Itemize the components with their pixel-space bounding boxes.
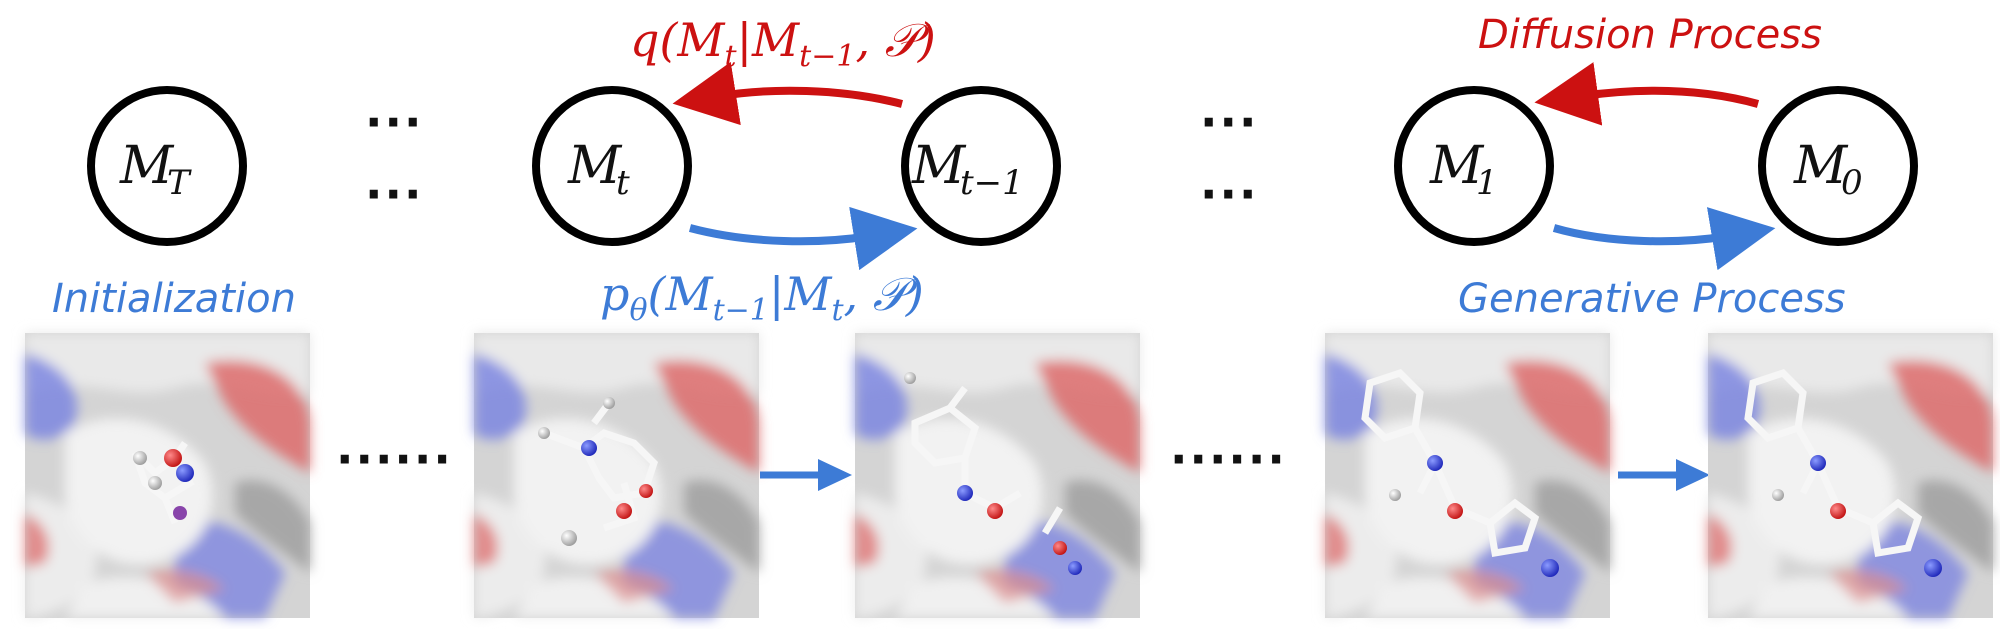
svg-text:pθ(Mt−1|Mt, 𝒫): pθ(Mt−1|Mt, 𝒫)	[600, 267, 924, 328]
node-MT: M T	[87, 86, 247, 246]
pocket-image-init	[25, 333, 310, 618]
forward-formula: q(Mt|Mt−1, 𝒫)	[630, 13, 936, 74]
node-M0: M 0	[1758, 86, 1918, 246]
step-arrow-2	[1618, 459, 1710, 491]
step-arrow-1	[760, 459, 852, 491]
pocket-image-1	[1325, 333, 1610, 618]
forward-end: , 𝒫)	[855, 13, 935, 67]
node-M0-sub: 0	[1841, 163, 1863, 203]
node-Mt-main: M	[567, 136, 623, 196]
ellipsis-top-1a: ···	[365, 95, 423, 149]
node-Mt1-main: M	[911, 136, 967, 196]
reverse-end: , 𝒫)	[844, 267, 924, 321]
pocket-image-0	[1708, 333, 1993, 618]
node-M0-main: M	[1793, 136, 1849, 196]
generative-arrow-2	[1552, 207, 1776, 271]
node-MT-sub: T	[167, 163, 192, 203]
diffusion-arrow-2	[1534, 62, 1760, 126]
ellipsis-top-1b: ···	[365, 167, 423, 221]
reverse-psub: θ	[629, 293, 647, 328]
node-Mt: M t	[532, 86, 692, 246]
forward-sub1: t	[725, 39, 738, 74]
reverse-mid: |M	[769, 267, 833, 321]
forward-mid: |M	[737, 13, 801, 67]
ellipsis-top-2b: ···	[1200, 167, 1258, 221]
reverse-formula: pθ(Mt−1|Mt, 𝒫)	[600, 267, 924, 328]
forward-q: q(M	[630, 13, 726, 67]
diffusion-process-label: Diffusion Process	[1478, 12, 1822, 58]
reverse-p: p	[600, 267, 629, 321]
forward-sub2: t−1	[799, 39, 855, 74]
generative-process-label: Generative Process	[1458, 276, 1846, 322]
ellipsis-bottom-1: ······	[336, 432, 453, 486]
node-M1-sub: 1	[1476, 163, 1498, 203]
reverse-open: (M	[648, 267, 715, 321]
diffusion-arrow-1	[672, 61, 903, 126]
node-Mt1-sub: t−1	[960, 163, 1024, 203]
reverse-sub1: t−1	[713, 293, 769, 328]
ellipsis-top-2a: ···	[1200, 95, 1258, 149]
node-MT-main: M	[119, 136, 175, 196]
node-Mt1: M t−1	[901, 86, 1061, 246]
svg-text:q(Mt|Mt−1, 𝒫): q(Mt|Mt−1, 𝒫)	[630, 13, 936, 74]
node-Mt-sub: t	[616, 163, 630, 203]
ellipsis-bottom-2: ······	[1170, 432, 1287, 486]
initialization-label: Initialization	[52, 276, 296, 322]
reverse-sub2: t	[831, 293, 844, 328]
pocket-image-t-1	[855, 333, 1140, 618]
node-M1: M 1	[1394, 86, 1554, 246]
pocket-image-t	[474, 333, 759, 618]
generative-arrow-1	[688, 206, 918, 271]
node-M1-main: M	[1429, 136, 1485, 196]
